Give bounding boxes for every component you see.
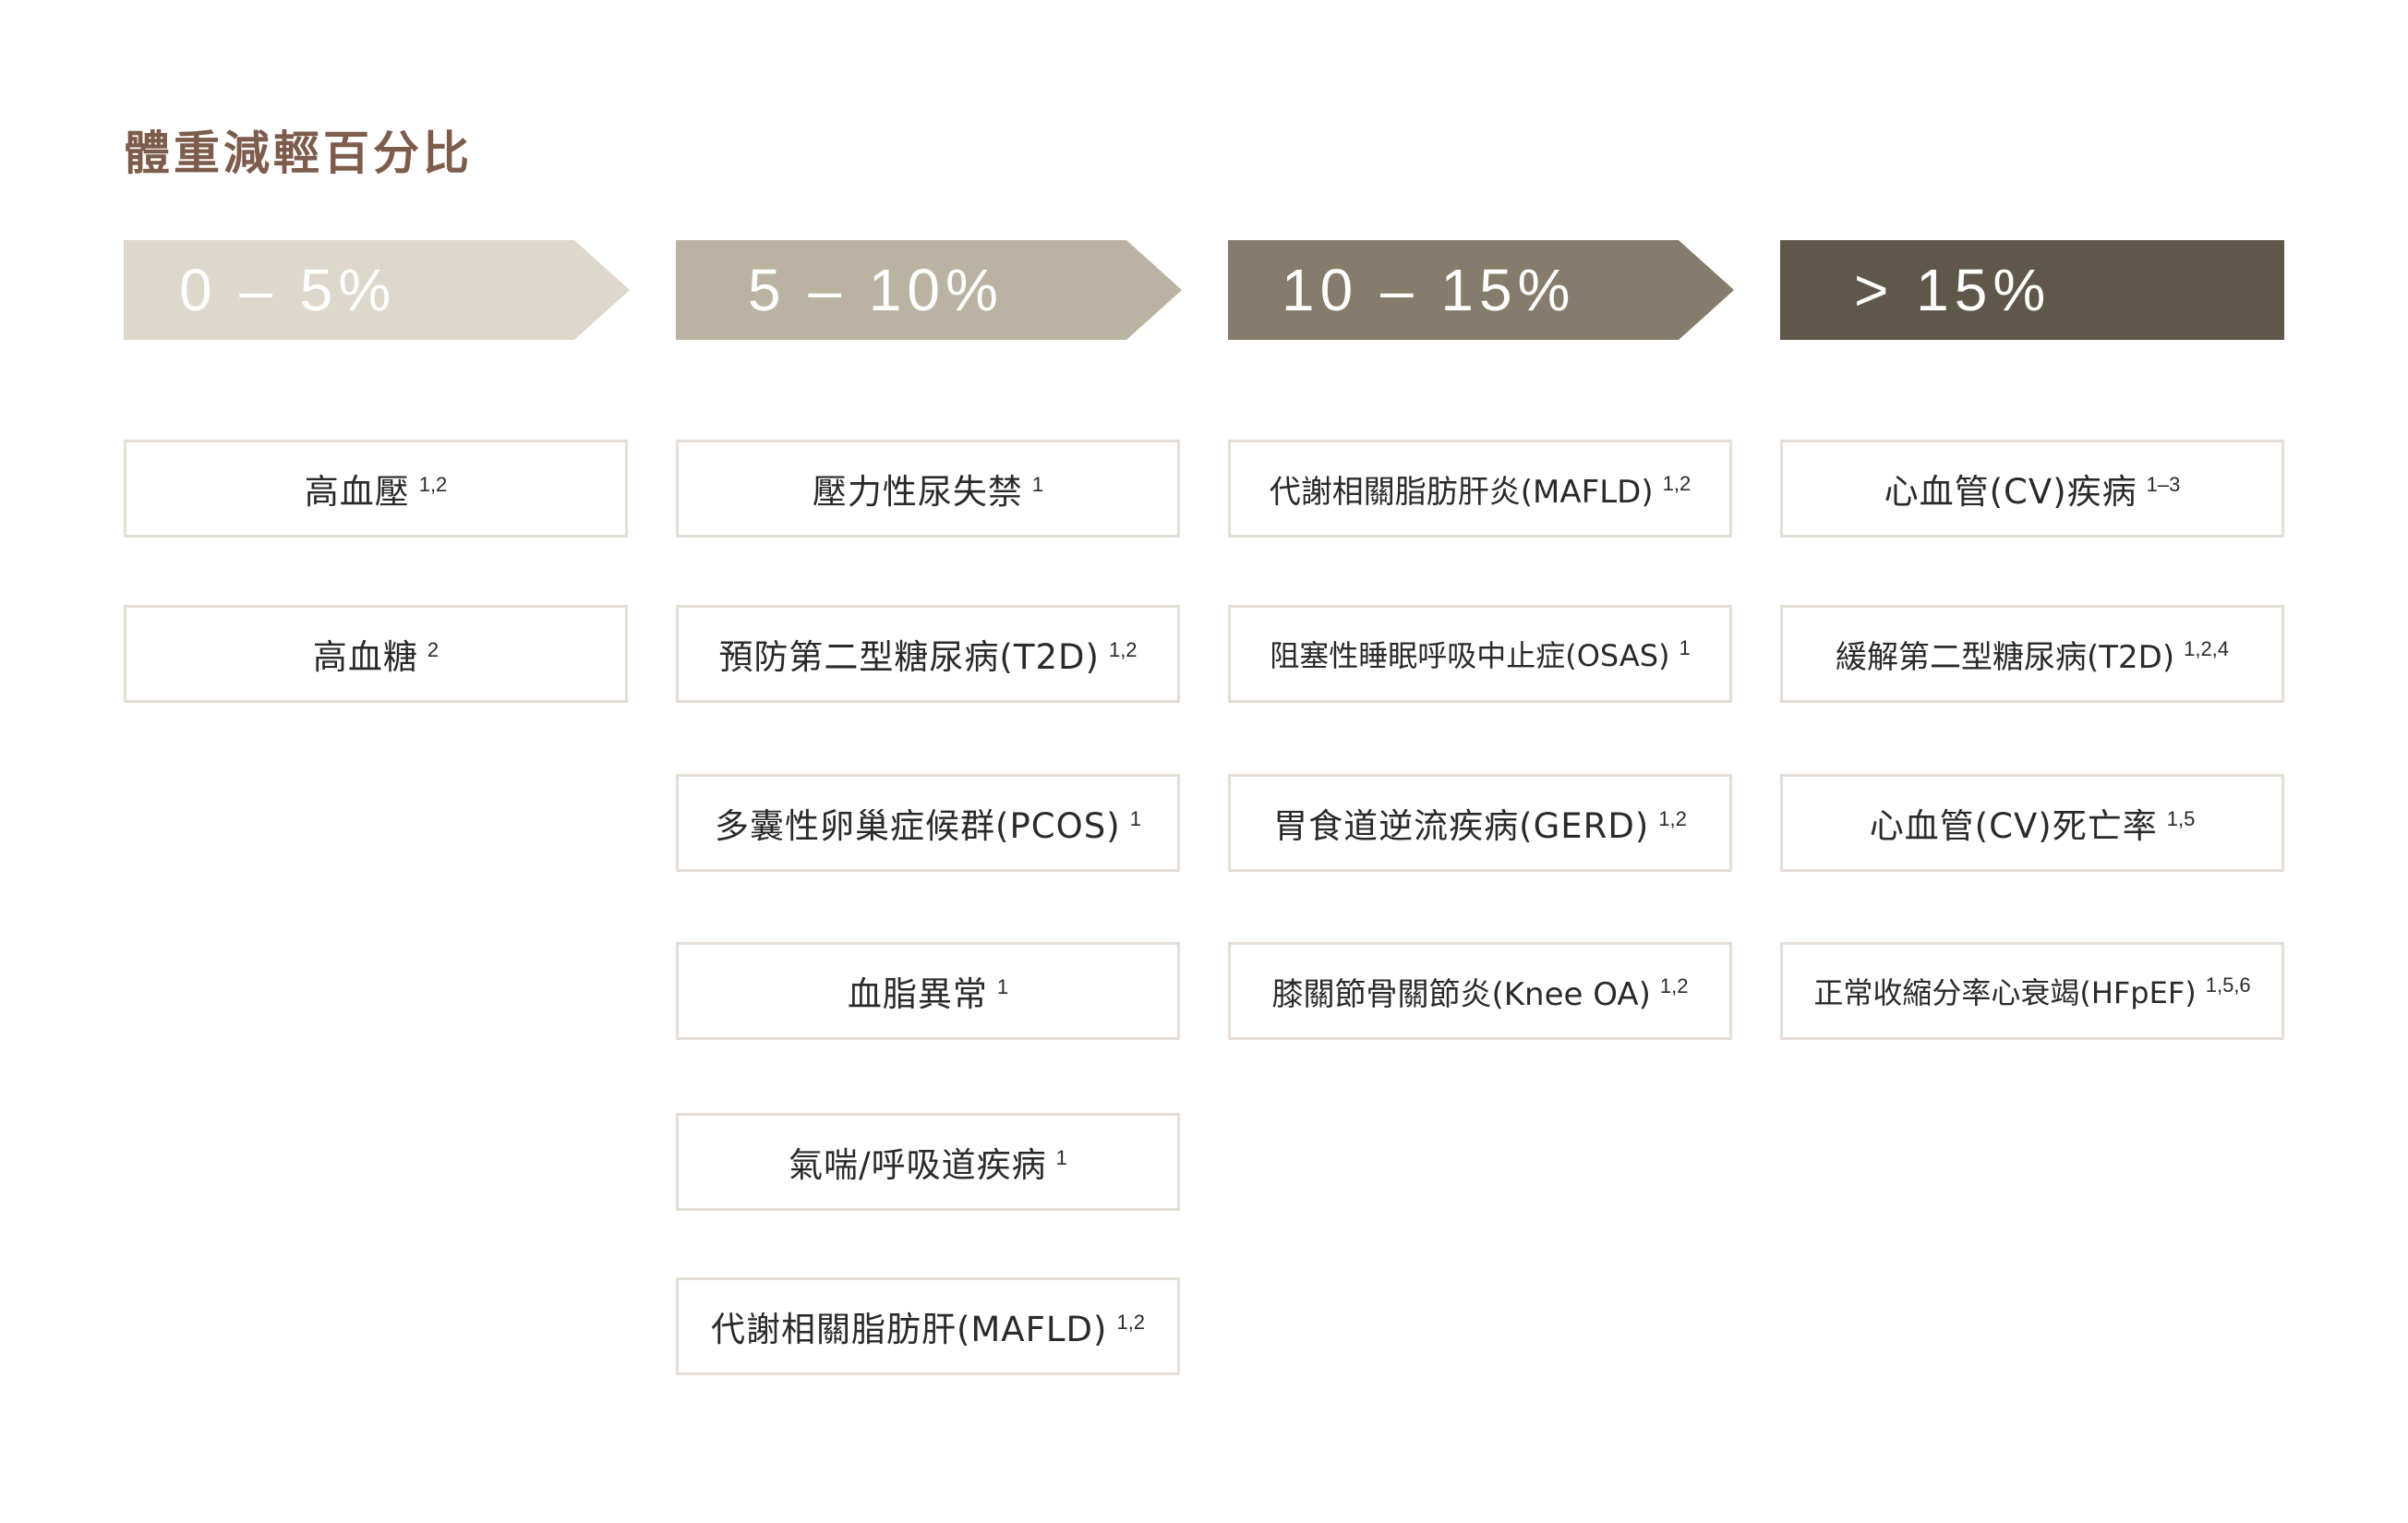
condition-label: 代謝相關脂肪肝炎(MAFLD)1,2	[1269, 472, 1692, 511]
condition-box: 代謝相關脂肪肝炎(MAFLD)1,2	[1228, 440, 1732, 538]
page-title: 體重減輕百分比	[124, 127, 473, 180]
condition-box: 阻塞性睡眠呼吸中止症(OSAS)1	[1228, 605, 1732, 703]
reference-marker: 1	[1679, 636, 1691, 660]
condition-label: 多囊性卵巢症候群(PCOS)1	[715, 806, 1141, 846]
reference-marker: 1,5,6	[2205, 973, 2251, 997]
reference-marker: 1,2	[1116, 1310, 1146, 1334]
condition-box: 緩解第二型糖尿病(T2D)1,2,4	[1780, 605, 2284, 703]
reference-marker: 1	[1031, 472, 1044, 496]
condition-box: 預防第二型糖尿病(T2D)1,2	[676, 605, 1180, 703]
reference-marker: 1,2	[1659, 974, 1689, 998]
reference-marker: 1	[996, 974, 1009, 998]
range-header-arrow: 0 – 5%	[124, 240, 630, 340]
reference-marker: 1	[1055, 1145, 1067, 1169]
column-10-15-percent: 10 – 15% 代謝相關脂肪肝炎(MAFLD)1,2 阻塞性睡眠呼吸中止症(O…	[1228, 240, 1734, 1040]
reference-marker: 1	[1129, 806, 1141, 830]
condition-label: 預防第二型糖尿病(T2D)1,2	[718, 637, 1138, 677]
range-header-arrow: 5 – 10%	[676, 240, 1182, 340]
condition-label: 代謝相關脂肪肝(MAFLD)1,2	[710, 1310, 1146, 1349]
range-header-bar: > 15%	[1780, 240, 2284, 340]
range-label: > 15%	[1854, 257, 2052, 323]
range-label: 5 – 10%	[748, 257, 1004, 323]
condition-label: 胃食道逆流疾病(GERD)1,2	[1273, 806, 1687, 846]
reference-marker: 1–3	[2146, 472, 2181, 496]
condition-box: 胃食道逆流疾病(GERD)1,2	[1228, 774, 1732, 872]
condition-box: 正常收縮分率心衰竭(HFpEF)1,5,6	[1780, 942, 2284, 1040]
reference-marker: 1,2	[418, 472, 448, 496]
reference-marker: 2	[427, 637, 439, 661]
reference-marker: 1,2,4	[2184, 637, 2230, 661]
condition-label: 膝關節骨關節炎(Knee OA)1,2	[1271, 974, 1689, 1013]
condition-box: 多囊性卵巢症候群(PCOS)1	[676, 774, 1180, 872]
range-label: 10 – 15%	[1282, 257, 1576, 323]
condition-label: 阻塞性睡眠呼吸中止症(OSAS)1	[1270, 636, 1691, 673]
range-label: 0 – 5%	[179, 257, 397, 323]
reference-marker: 1,5	[2166, 806, 2196, 830]
range-header-arrow: 10 – 15%	[1228, 240, 1734, 340]
reference-marker: 1,2	[1658, 806, 1687, 830]
condition-box: 代謝相關脂肪肝(MAFLD)1,2	[676, 1277, 1180, 1375]
reference-marker: 1,2	[1108, 637, 1138, 661]
condition-box: 膝關節骨關節炎(Knee OA)1,2	[1228, 942, 1732, 1040]
condition-label: 正常收縮分率心衰竭(HFpEF)1,5,6	[1813, 973, 2251, 1010]
condition-label: 緩解第二型糖尿病(T2D)1,2,4	[1835, 637, 2230, 676]
reference-marker: 1,2	[1662, 472, 1692, 496]
